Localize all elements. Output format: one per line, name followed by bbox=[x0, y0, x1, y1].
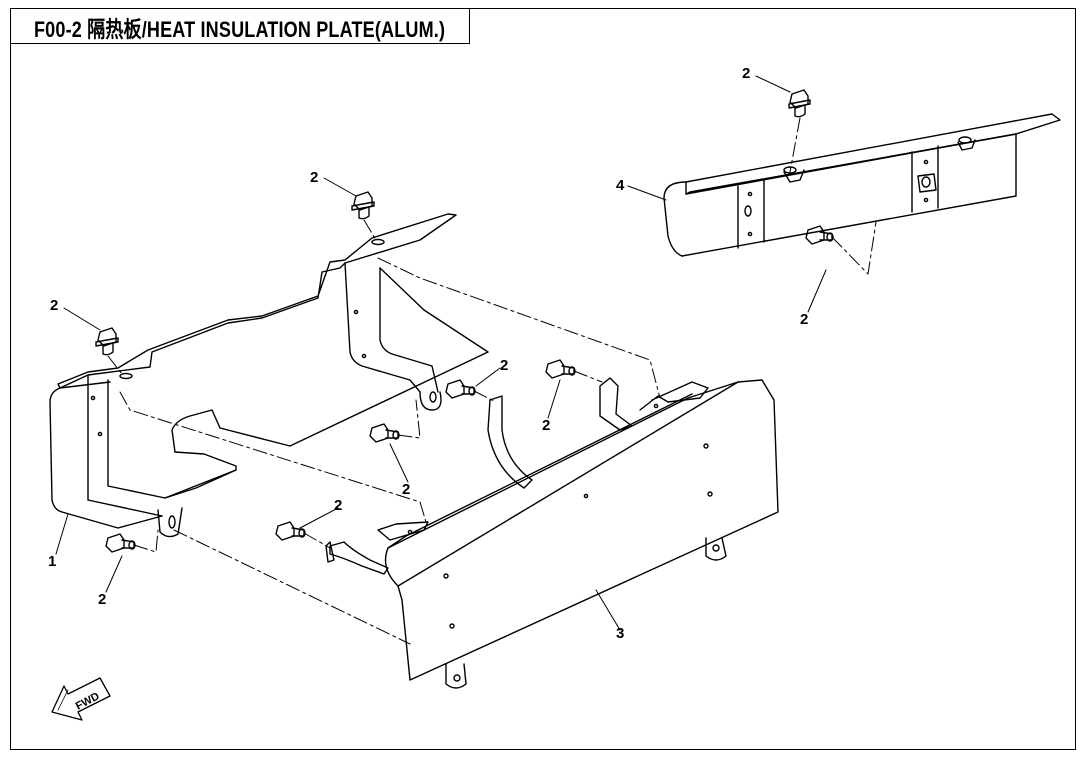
callout-part-2-c: 2 bbox=[50, 297, 58, 314]
drawing-frame bbox=[10, 8, 1076, 750]
title-block: F00-2 隔热板/HEAT INSULATION PLATE(ALUM.) bbox=[10, 8, 470, 44]
callout-part-2-e: 2 bbox=[500, 357, 508, 374]
callout-part-4: 4 bbox=[616, 177, 625, 194]
assembly-lines bbox=[107, 117, 877, 645]
callout-part-2-b: 2 bbox=[310, 169, 318, 186]
leader-lines bbox=[55, 75, 827, 631]
part-2-flange-bolt-bottom-right bbox=[805, 225, 834, 245]
callout-part-1: 1 bbox=[48, 553, 56, 570]
callout-part-2-g: 2 bbox=[402, 481, 410, 498]
part-2-flange-bolt-lower-center bbox=[275, 521, 306, 541]
forward-direction-arrow: FWD bbox=[51, 677, 111, 721]
part-2-flange-bolt-top-center bbox=[351, 191, 375, 220]
fwd-label: FWD bbox=[74, 690, 102, 712]
part-2-flange-bolt-upper-right bbox=[788, 89, 811, 118]
page-title: F00-2 隔热板/HEAT INSULATION PLATE(ALUM.) bbox=[34, 17, 446, 42]
callout-part-2-i: 2 bbox=[98, 591, 106, 608]
part-2-flange-bolt-center-1 bbox=[445, 379, 476, 399]
callout-labels: 2 2 2 4 2 2 2 2 2 2 1 3 bbox=[48, 65, 808, 642]
part-2-flange-bolt-lower-left bbox=[105, 533, 136, 553]
callout-part-2-f: 2 bbox=[542, 417, 550, 434]
part-2-flange-bolt-center-2 bbox=[545, 359, 576, 379]
callout-part-3: 3 bbox=[616, 625, 624, 642]
part-2-flange-bolt-left bbox=[95, 327, 119, 356]
part-3-heat-insulation-plate bbox=[325, 377, 779, 689]
part-1-heat-insulation-plate bbox=[49, 213, 489, 538]
callout-part-2-a: 2 bbox=[742, 65, 750, 82]
part-4-heat-insulation-plate bbox=[663, 113, 1061, 257]
part-2-flange-bolt-center-3 bbox=[369, 423, 400, 443]
callout-part-2-h: 2 bbox=[334, 497, 342, 514]
callout-part-2-d: 2 bbox=[800, 311, 808, 328]
